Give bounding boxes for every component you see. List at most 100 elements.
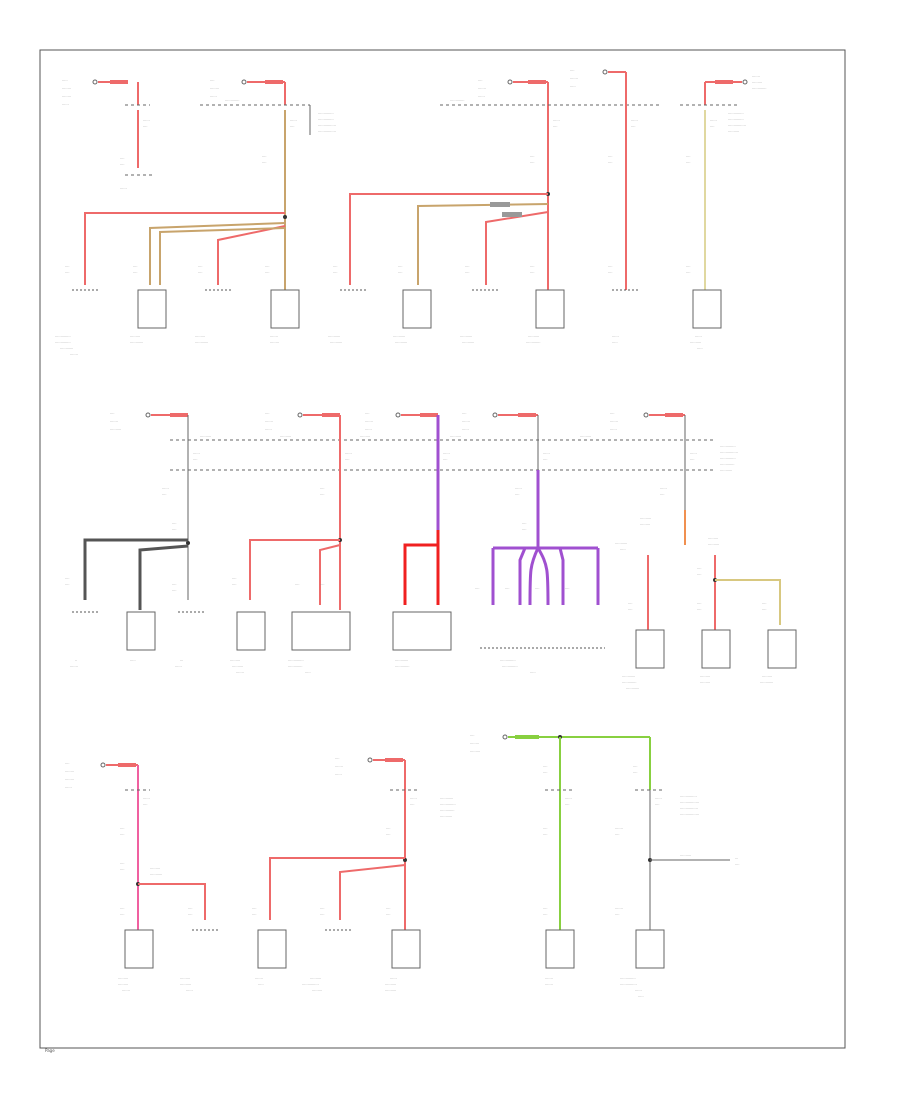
svg-text:······: ······ [62, 103, 69, 107]
fuse-b: ·················· ············· ·······… [84, 79, 336, 290]
svg-text:····: ···· [530, 155, 534, 159]
svg-text:····: ···· [762, 602, 766, 606]
loads-c: ········ ······················ ········… [328, 265, 565, 345]
svg-text:··············: ·············· [318, 112, 334, 116]
svg-text:··············: ·············· [502, 665, 518, 669]
fuse-f: ····················· ·········· ·······… [65, 412, 211, 669]
svg-text:·············: ············· [622, 681, 636, 685]
svg-text:····: ···· [110, 412, 114, 416]
svg-text:····: ···· [120, 862, 124, 866]
svg-text:············: ············ [440, 797, 453, 801]
svg-text:····: ···· [120, 868, 124, 872]
svg-text:····: ···· [335, 757, 339, 761]
svg-text:·······: ······· [615, 907, 623, 911]
svg-text:··········: ·········· [640, 517, 651, 521]
svg-text:·····: ····· [697, 347, 703, 351]
svg-text:················: ················ [318, 130, 336, 134]
svg-text:····: ···· [615, 833, 619, 837]
svg-text:····: ···· [543, 458, 547, 462]
svg-text:····: ···· [697, 602, 701, 606]
svg-text:··············: ·············· [55, 335, 71, 339]
svg-text:····: ···· [320, 913, 324, 917]
svg-text:····: ···· [762, 608, 766, 612]
svg-text:····: ···· [608, 161, 612, 165]
svg-text:····: ···· [543, 833, 547, 837]
svg-text:···············: ··············· [302, 983, 319, 987]
svg-text:····: ···· [345, 458, 349, 462]
svg-text:····: ···· [133, 271, 137, 275]
svg-text:····: ···· [628, 608, 632, 612]
svg-text:·····: ····· [612, 341, 618, 345]
svg-text:········: ········ [62, 87, 71, 91]
svg-text:······: ······ [143, 119, 150, 123]
svg-text:············: ············ [626, 687, 639, 691]
svg-text:·············: ············· [526, 341, 540, 345]
svg-text:····: ···· [570, 69, 574, 73]
svg-text:·····: ····· [530, 671, 536, 675]
svg-text:·············: ············· [450, 99, 464, 103]
svg-text:···············: ··············· [680, 795, 697, 799]
svg-text:··········: ·········· [728, 130, 739, 134]
svg-text:······: ······ [478, 95, 485, 99]
svg-text:····: ···· [443, 458, 447, 462]
page-label: Page [45, 1048, 55, 1053]
svg-text:····: ···· [198, 271, 202, 275]
svg-text:··············: ·············· [620, 977, 636, 981]
svg-text:················: ················ [680, 807, 698, 811]
svg-text:·········: ········· [195, 335, 205, 339]
svg-text:··········: ·········· [232, 665, 243, 669]
svg-text:····: ···· [172, 583, 176, 587]
svg-text:··············: ·············· [318, 118, 334, 122]
svg-text:···: ··· [180, 659, 183, 663]
svg-text:······: ······ [655, 797, 662, 801]
svg-text:··········: ·········· [450, 435, 461, 439]
svg-text:······: ······ [635, 989, 642, 993]
svg-text:·················: ················· [680, 801, 699, 805]
svg-text:············: ············ [60, 347, 73, 351]
svg-text:····: ···· [697, 573, 701, 577]
svg-text:····: ···· [265, 271, 269, 275]
svg-text:····: ···· [686, 161, 690, 165]
svg-text:·········: ········· [752, 81, 762, 85]
svg-text:····: ···· [386, 833, 390, 837]
svg-text:······: ······ [612, 335, 619, 339]
svg-text:····: ···· [365, 412, 369, 416]
svg-text:····: ···· [655, 803, 659, 807]
svg-text:·········: ········· [700, 675, 710, 679]
svg-text:····: ···· [143, 803, 147, 807]
svg-text:··············: ·············· [720, 457, 736, 461]
svg-text:····: ···· [608, 155, 612, 159]
svg-text:············: ············ [760, 681, 773, 685]
svg-text:····: ···· [530, 271, 534, 275]
svg-text:····: ···· [193, 458, 197, 462]
svg-text:············: ············ [395, 659, 408, 663]
svg-text:·············: ············· [440, 809, 454, 813]
fuse-l: ················· ·········· ···········… [252, 757, 456, 993]
svg-text:··········: ·········· [708, 543, 719, 547]
svg-text:·············: ············· [720, 463, 734, 467]
loads-b: ········ ·······························… [55, 265, 300, 357]
svg-text:·····: ····· [130, 659, 136, 663]
svg-text:····: ···· [686, 271, 690, 275]
svg-text:··········: ·········· [310, 977, 321, 981]
svg-text:······: ······ [175, 665, 182, 669]
svg-text:······: ······ [462, 428, 469, 432]
svg-text:······: ······ [695, 335, 702, 339]
svg-text:·········: ········· [470, 750, 480, 754]
svg-text:······: ······ [410, 797, 417, 801]
svg-text:·······: ······· [110, 420, 118, 424]
svg-text:··············: ·············· [500, 659, 516, 663]
svg-text:····: ···· [697, 567, 701, 571]
svg-text:·····: ····· [258, 983, 264, 987]
svg-text:··········: ·········· [690, 341, 701, 345]
svg-text:····: ···· [515, 493, 519, 497]
svg-text:····: ···· [133, 265, 137, 269]
svg-text:········: ········ [65, 778, 74, 782]
svg-text:·······: ······· [462, 420, 470, 424]
svg-text:····: ···· [65, 265, 69, 269]
fuse-h: ················· ········· ·········· ·… [360, 412, 452, 669]
svg-text:····: ···· [172, 528, 176, 532]
svg-text:··········: ·········· [385, 989, 396, 993]
svg-text:····: ···· [232, 583, 236, 587]
svg-text:····: ···· [565, 587, 569, 591]
